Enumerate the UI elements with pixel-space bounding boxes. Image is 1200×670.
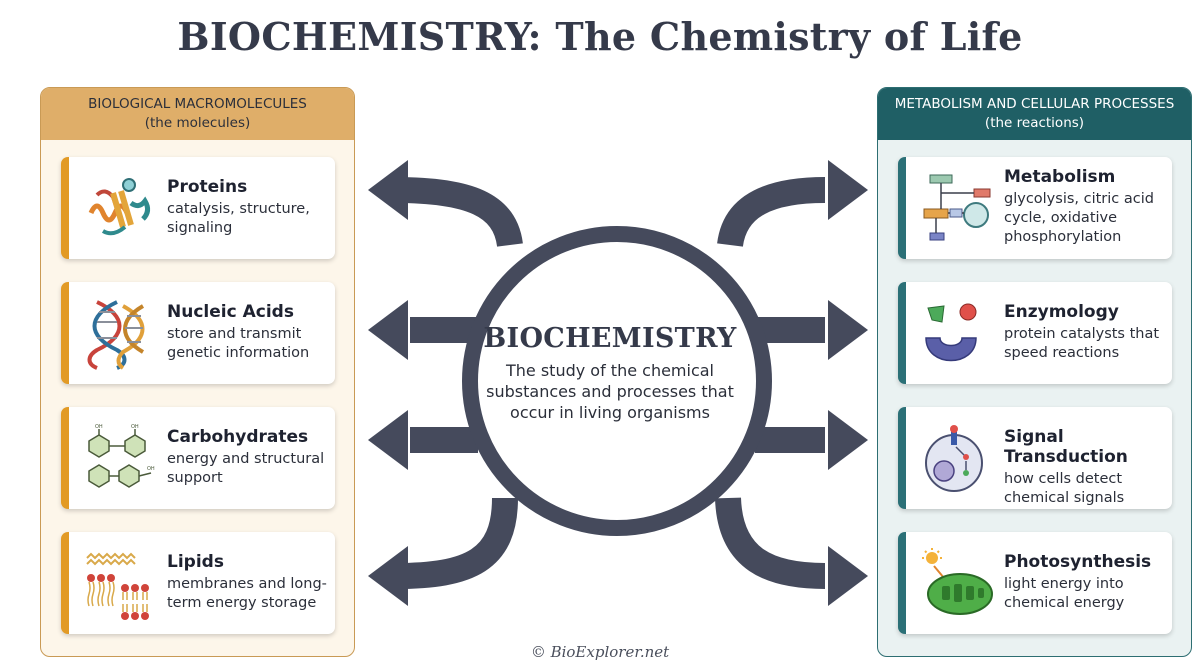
arrowhead-photosynthesis [828,546,868,606]
arrowhead-lipids [368,546,408,606]
card-description: light energy into chemical energy [1004,576,1125,611]
card-title: Proteins [167,177,248,197]
arrow-to-lipids [394,497,518,589]
cell-receptor-icon [925,425,983,492]
arrowhead-carbohydrates [368,410,408,470]
card-title: Enzymology [1004,302,1119,322]
panel-header-title: METABOLISM AND CELLULAR PROCESSES [894,96,1175,112]
chloroplast-icon [922,548,993,615]
panel-header-title: BIOLOGICAL MACROMOLECULES [88,96,307,112]
card-title: Carbohydrates [167,427,309,447]
arrow-to-photosynthesis [715,497,826,589]
carbohydrate-icon: OH OH OH [88,424,155,488]
card-lipids: Lipids membranes and long-term energy st… [61,532,335,634]
center-title: BIOCHEMISTRY [483,323,737,354]
card-description: catalysis, structure, signaling [167,201,310,236]
arrowhead-metabolism [828,160,868,220]
card-nucleic-acids: Nucleic Acids store and transmit genetic… [61,282,335,384]
central-circle [462,226,772,536]
svg-text:OH: OH [131,424,139,430]
card-enzymology: Enzymology protein catalysts that speed … [898,282,1172,384]
lipid-icon [86,552,149,620]
page-title: BIOCHEMISTRY: The Chemistry of Life [177,14,1023,59]
arrowhead-nucleic-acids [368,300,408,360]
macromolecules-panel-header: BIOLOGICAL MACROMOLECULES (the molecules… [41,88,354,140]
card-title: Metabolism [1004,167,1116,187]
card-metabolism: Metabolism glycolysis, citric acid cycle… [898,157,1172,259]
center-content: BIOCHEMISTRY The study of the chemical s… [480,323,740,423]
svg-text:OH: OH [147,466,155,472]
svg-text:OH: OH [95,424,103,430]
arrowhead-enzymology [828,300,868,360]
card-description: protein catalysts that speed reactions [1004,326,1160,361]
card-description: membranes and long-term energy storage [167,576,327,611]
card-signal-transduction: Signal Transduction how cells detect che… [898,407,1172,509]
card-title: Photosynthesis [1004,552,1152,572]
arrowhead-proteins [368,160,408,220]
card-description: energy and structural support [167,451,325,486]
arrowhead-signal-transduction [828,410,868,470]
card-carbohydrates: OH OH OH Carbohydrates energy and structur… [61,407,335,509]
pathway-icon [923,174,991,241]
card-proteins: Proteins catalysis, structure, signaling [61,157,335,259]
protein-icon [88,178,151,236]
dna-icon [87,300,145,370]
arrow-to-proteins [394,177,523,248]
card-title: Signal Transduction [1004,427,1128,467]
panel-header-subtitle: (the reactions) [984,115,1085,131]
card-title: Lipids [167,552,224,572]
processes-panel: METABOLISM AND CELLULAR PROCESSES (the r… [877,87,1192,657]
center-description: The study of the chemical substances and… [486,361,734,422]
macromolecules-panel: BIOLOGICAL MACROMOLECULES (the molecules… [40,87,355,657]
panel-header-subtitle: (the molecules) [144,115,251,131]
arrow-to-metabolism [717,177,826,248]
card-description: how cells detect chemical signals [1004,471,1125,506]
card-title: Nucleic Acids [167,302,294,322]
copyright-footer: © BioExplorer.net [530,643,670,661]
card-description: glycolysis, citric acid cycle, oxidative… [1004,191,1154,245]
card-photosynthesis: Photosynthesis light energy into chemica… [898,532,1172,634]
processes-panel-header: METABOLISM AND CELLULAR PROCESSES (the r… [878,88,1191,140]
enzyme-icon [925,303,977,362]
card-description: store and transmit genetic information [167,326,310,361]
